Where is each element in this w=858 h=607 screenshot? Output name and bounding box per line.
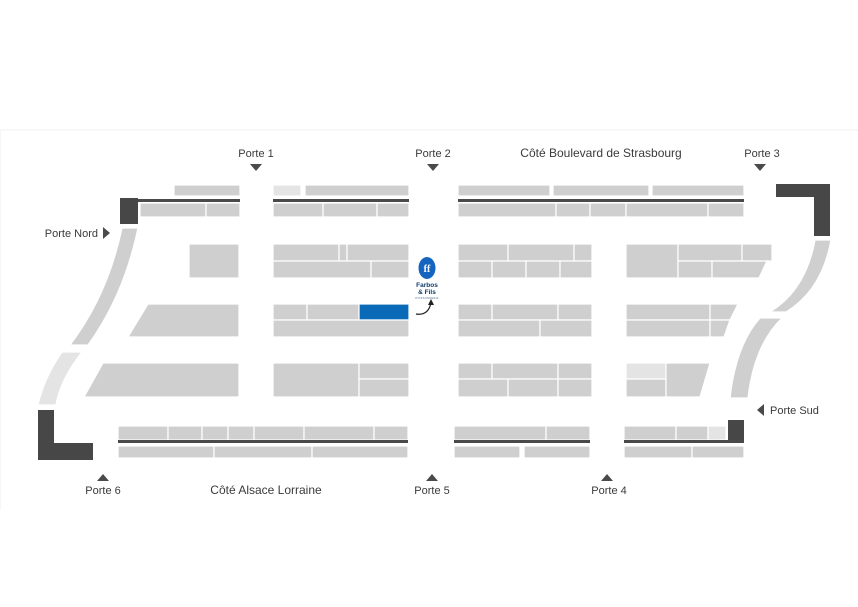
- farbos-logo-badge-icon: [418, 257, 436, 279]
- bottom-row-left: [117, 425, 409, 459]
- sud-arrow-icon: [757, 404, 764, 416]
- highlighted-stall-farbos[interactable]: [358, 303, 410, 321]
- curved-pointer-arrow-icon: [415, 299, 434, 315]
- porte6-arrow-icon: [97, 474, 109, 481]
- gate-label-porte2: Porte 2: [415, 148, 450, 160]
- farbos-logo-line1: Farbos: [416, 282, 438, 289]
- farbos-logo-monogram: ff: [424, 264, 431, 275]
- corner-frame-bottom-right: [728, 420, 744, 443]
- block-r2-center-right: [457, 303, 593, 338]
- gate-label-porte3: Porte 3: [744, 148, 779, 160]
- gate-label-porte5: Porte 5: [414, 485, 449, 497]
- gate-label-porte6: Porte 6: [85, 485, 120, 497]
- block-r3-left: [82, 362, 240, 398]
- porte3-arrow-icon: [754, 164, 766, 171]
- block-r3-right: [625, 362, 711, 398]
- gate-label-nord: Porte Nord: [45, 228, 98, 240]
- gate-label-sud: Porte Sud: [770, 405, 819, 417]
- porte1-arrow-icon: [250, 164, 262, 171]
- corner-frame-top-right: [776, 184, 830, 236]
- right-curved-band: [729, 239, 832, 399]
- top-row-left: [138, 184, 241, 218]
- gate-label-porte1: Porte 1: [238, 148, 273, 160]
- side-label-top: Côté Boulevard de Strasbourg: [520, 146, 681, 160]
- block-r1-left: [188, 243, 240, 279]
- porte2-arrow-icon: [427, 164, 439, 171]
- gate-label-porte4: Porte 4: [591, 485, 626, 497]
- block-r2-left: [126, 303, 240, 338]
- farbos-logo: ff Farbos & Fils POISSONNERIE: [415, 257, 438, 300]
- bottom-row-right: [623, 425, 745, 459]
- block-r3-center-right: [457, 362, 593, 398]
- block-r2-center-left: [272, 303, 410, 338]
- block-r2-right: [625, 303, 739, 338]
- top-row-center-left: [272, 184, 410, 218]
- farbos-logo-line2: & Fils: [418, 289, 436, 296]
- side-label-bottom: Côté Alsace Lorraine: [210, 483, 322, 497]
- corner-frame-bottom-left: [38, 410, 93, 460]
- corner-frame-top-left: [120, 198, 138, 224]
- bottom-row-center: [453, 425, 591, 459]
- nord-arrow-icon: [103, 227, 110, 239]
- block-r1-center-left: [272, 243, 410, 279]
- left-curved-band: [37, 227, 139, 406]
- top-row-right: [457, 184, 745, 218]
- porte4-arrow-icon: [601, 474, 613, 481]
- block-r3-center-left: [272, 362, 410, 398]
- block-r1-center-right: [457, 243, 593, 279]
- porte5-arrow-icon: [426, 474, 438, 481]
- block-r1-right: [625, 243, 773, 279]
- farbos-logo-tagline: POISSONNERIE: [415, 296, 438, 300]
